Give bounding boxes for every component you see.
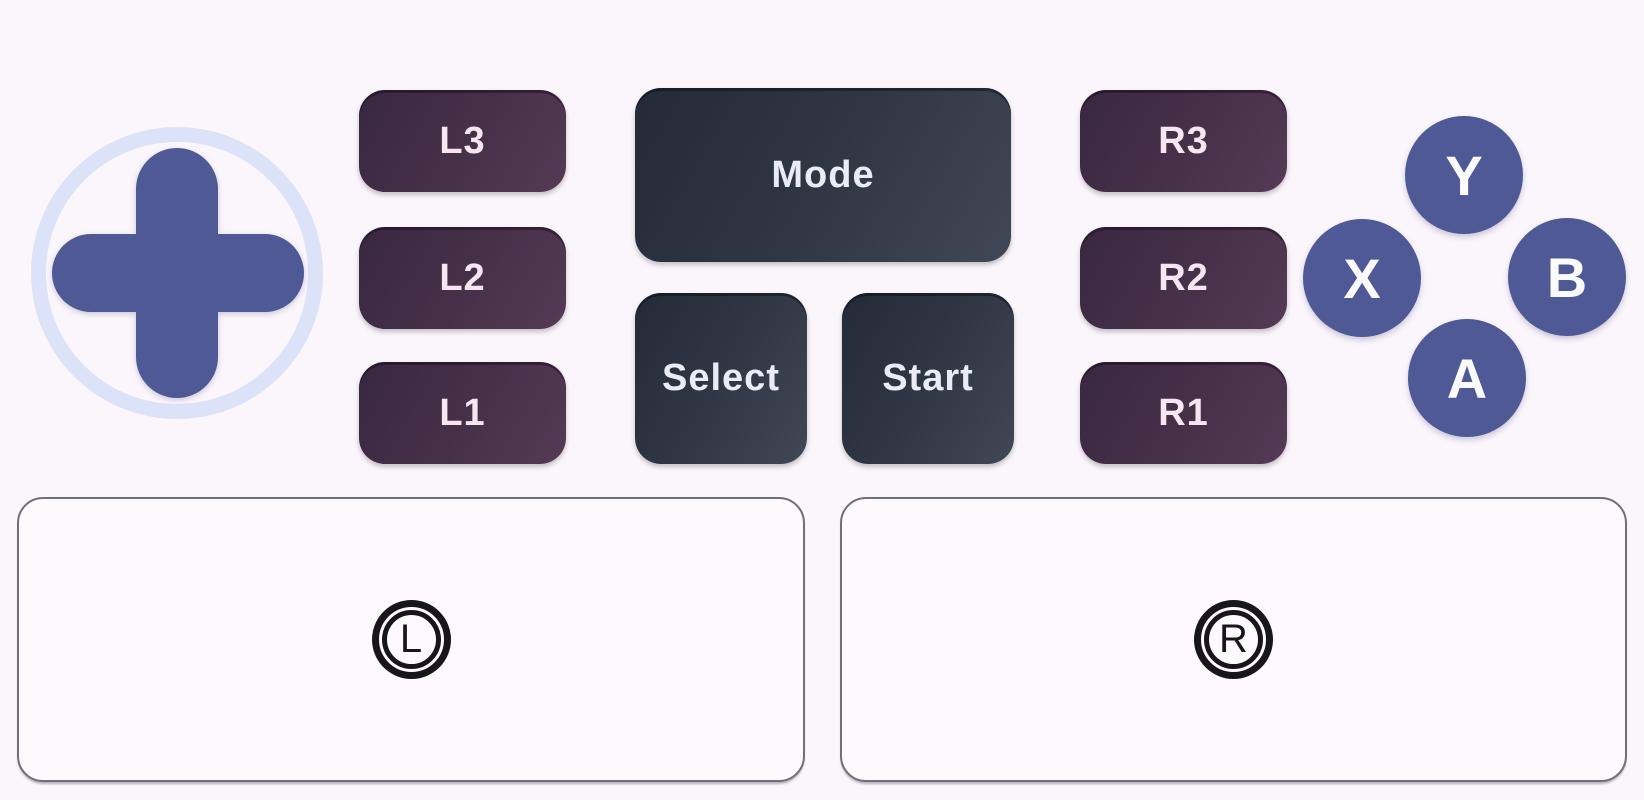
right-stick-glyph: R: [1204, 610, 1263, 669]
button-r2[interactable]: R2: [1080, 227, 1287, 329]
button-a[interactable]: A: [1408, 319, 1526, 437]
button-start[interactable]: Start: [842, 293, 1014, 464]
dpad-horizontal-arm: [52, 234, 304, 312]
button-x[interactable]: X: [1303, 219, 1421, 337]
right-stick-zone[interactable]: R: [840, 497, 1627, 782]
button-l2[interactable]: L2: [359, 227, 566, 329]
button-select[interactable]: Select: [635, 293, 807, 464]
button-l3[interactable]: L3: [359, 90, 566, 192]
button-mode[interactable]: Mode: [635, 88, 1011, 262]
left-stick-zone[interactable]: L: [17, 497, 805, 782]
circled-R-icon: R: [1194, 600, 1273, 679]
left-stick-glyph: L: [381, 610, 441, 669]
button-b[interactable]: B: [1508, 218, 1626, 336]
dpad-cross-icon[interactable]: [0, 0, 360, 450]
circled-L-icon: L: [371, 600, 451, 679]
button-r1[interactable]: R1: [1080, 362, 1287, 464]
button-l1[interactable]: L1: [359, 362, 566, 464]
button-y[interactable]: Y: [1405, 116, 1523, 234]
button-r3[interactable]: R3: [1080, 90, 1287, 192]
